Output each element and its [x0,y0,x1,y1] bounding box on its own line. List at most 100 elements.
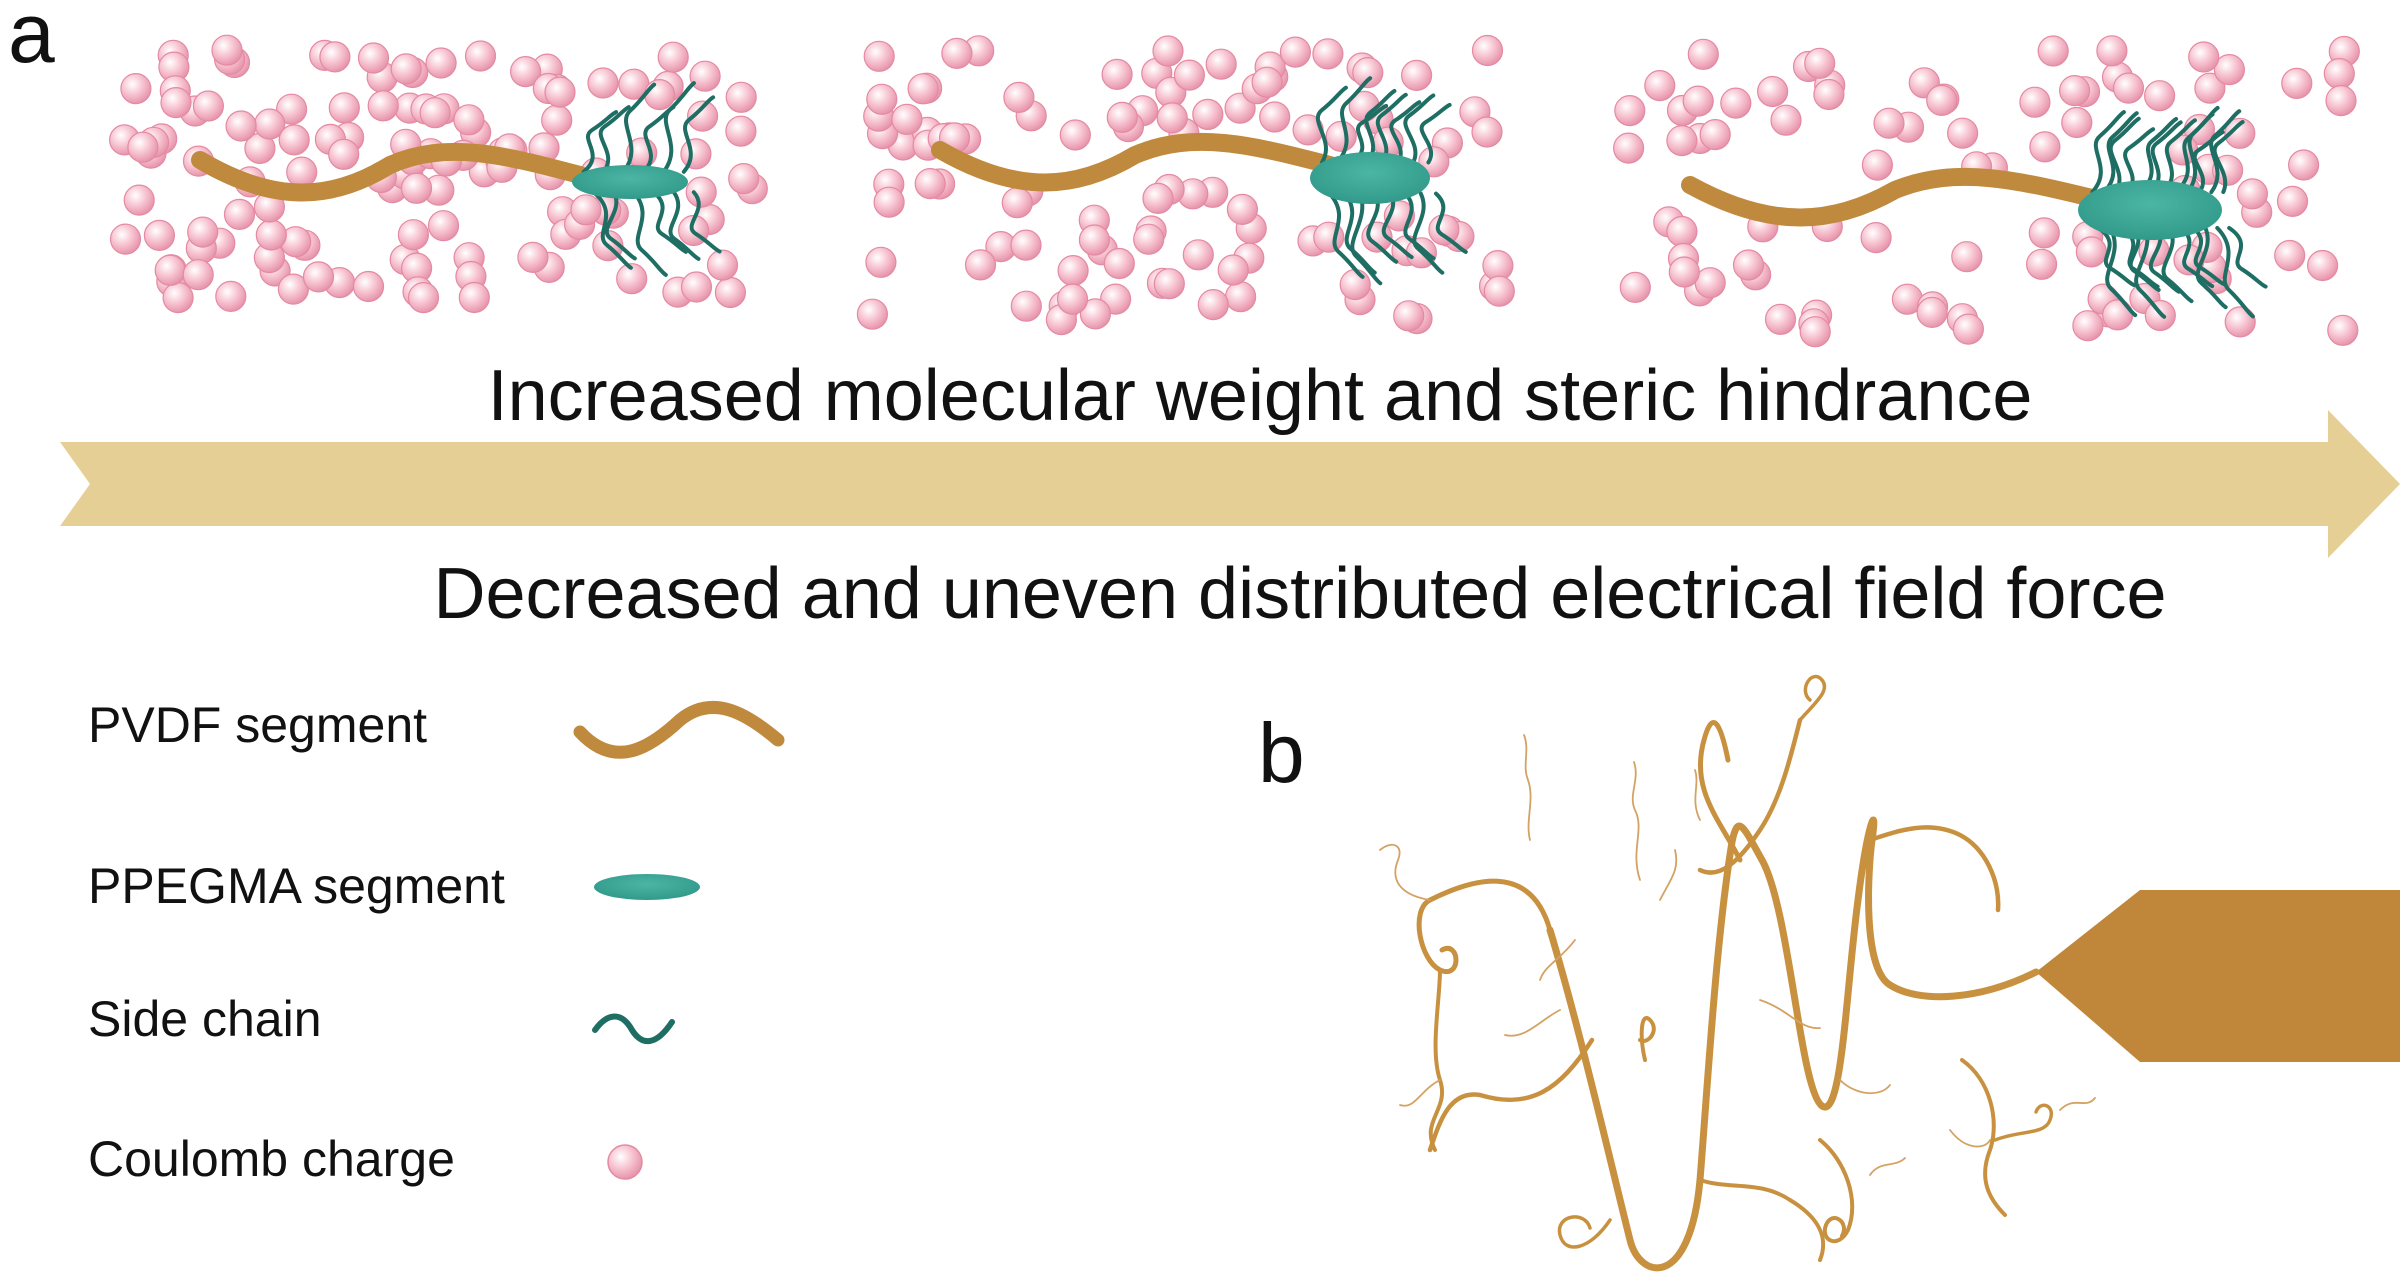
coulomb-charge [2325,84,2357,117]
side-chain [2105,226,2138,318]
side-chains [2090,105,2268,319]
side-chain-icon [592,1013,675,1044]
side-chain [1403,93,1436,165]
side-chain [1327,191,1365,279]
side-chain [1434,191,1468,254]
side-chain [1381,191,1414,260]
coulomb-charge [127,131,159,163]
process-arrow [60,410,2400,558]
coulomb-charge [1614,94,1646,127]
side-chain [581,110,619,174]
coulomb-charge [286,156,318,188]
coulomb-charge [2061,106,2093,139]
coulomb-charge [2307,249,2339,282]
coulomb-charge [1224,281,1257,313]
coulomb-charge [1619,271,1651,303]
coulomb-charge [616,263,648,295]
coulomb-charge [1197,289,1229,321]
coulomb-charge [1860,222,1892,254]
side-chain [1315,85,1348,165]
coulomb-charge [714,276,747,309]
fiber-branch [1960,1058,2007,1217]
coulomb-charge [1471,116,1503,148]
side-chain [598,105,631,174]
coulomb-charge [390,53,422,85]
coulomb-charge [1400,59,1433,92]
legend-item-charge: Coulomb charge [88,1131,643,1187]
coulomb-charge [2059,74,2091,107]
pvdf-segment [1681,167,2109,227]
coulomb-charge [1079,298,1112,330]
coulomb-charge [162,282,194,314]
coulomb-charge [2194,72,2226,104]
pvdf-segment [931,132,1339,192]
coulomb-charge [1339,269,1371,301]
coulomb-charge [856,298,889,330]
coulomb-charge [1003,81,1035,114]
side-chain [2195,226,2228,310]
coulomb-charge [1799,316,1831,348]
coulomb-charge [1352,56,1384,89]
coulomb-charge [123,184,155,216]
coulomb-charge [1106,101,1138,134]
side-chain [2128,226,2161,292]
coulomb-charge [160,86,192,119]
coulomb-charge [2075,236,2107,268]
coulomb-charge [1205,48,1237,80]
coulomb-charges [856,34,1515,336]
coulomb-charge [1873,107,1905,139]
arrow-top-text: Increased molecular weight and steric hi… [488,356,2033,436]
fiber-branch [1427,1037,1595,1153]
coulomb-charge [1259,101,1291,133]
coulomb-charge [1428,214,1460,246]
coulomb-charge [680,138,712,170]
legend-item-ppegma: PPEGMA segment [88,858,700,914]
coulomb-charge [643,78,676,111]
coulomb-charge [570,194,602,226]
stage-2-illustration [856,34,1515,336]
coulomb-charge [464,40,497,72]
legend-item-pvdf: PVDF segment [88,697,785,759]
coulomb-charge-icon [607,1144,643,1180]
coulomb-charge [873,186,905,218]
side-chain [2209,109,2242,194]
coulomb-charge [1483,275,1515,307]
coulomb-charge [328,92,360,124]
coulomb-charge [1916,296,1948,328]
coulomb-charge [278,124,310,156]
coulomb-charge [1182,239,1214,271]
side-chain [681,95,716,174]
coulomb-charge [1644,69,1676,102]
coulomb-charge [1156,102,1188,134]
coulomb-charge [2281,67,2313,100]
side-chain [661,81,696,174]
legend-label-ppegma: PPEGMA segment [88,858,505,914]
fiber-branch [1798,674,1827,722]
coulomb-charge [2224,117,2256,149]
side-chain [621,82,657,174]
coulomb-charge [706,249,739,281]
fiber-branch [1993,1103,2054,1142]
coulomb-charge [120,72,152,105]
coulomb-charge [1471,34,1504,67]
coulomb-charge [1666,215,1698,248]
coulomb-charge [964,249,997,281]
side-chain [2138,117,2179,194]
coulomb-charge [143,219,175,251]
coulomb-charge [1103,247,1135,280]
coulomb-charge [509,55,542,88]
coulomb-charge [223,198,256,230]
spinneret-nozzle [2036,890,2400,1062]
coulomb-charge [1813,78,1845,111]
coulomb-charge [1612,132,1645,164]
coulomb-charge [367,90,399,122]
coulomb-charge [1668,256,1700,288]
coulomb-charge [1393,300,1425,332]
coulomb-charges [108,34,768,314]
coulomb-charge [277,273,309,305]
coulomb-charge [407,282,440,314]
coulomb-charge [1279,36,1312,68]
coulomb-charge [1666,125,1698,157]
